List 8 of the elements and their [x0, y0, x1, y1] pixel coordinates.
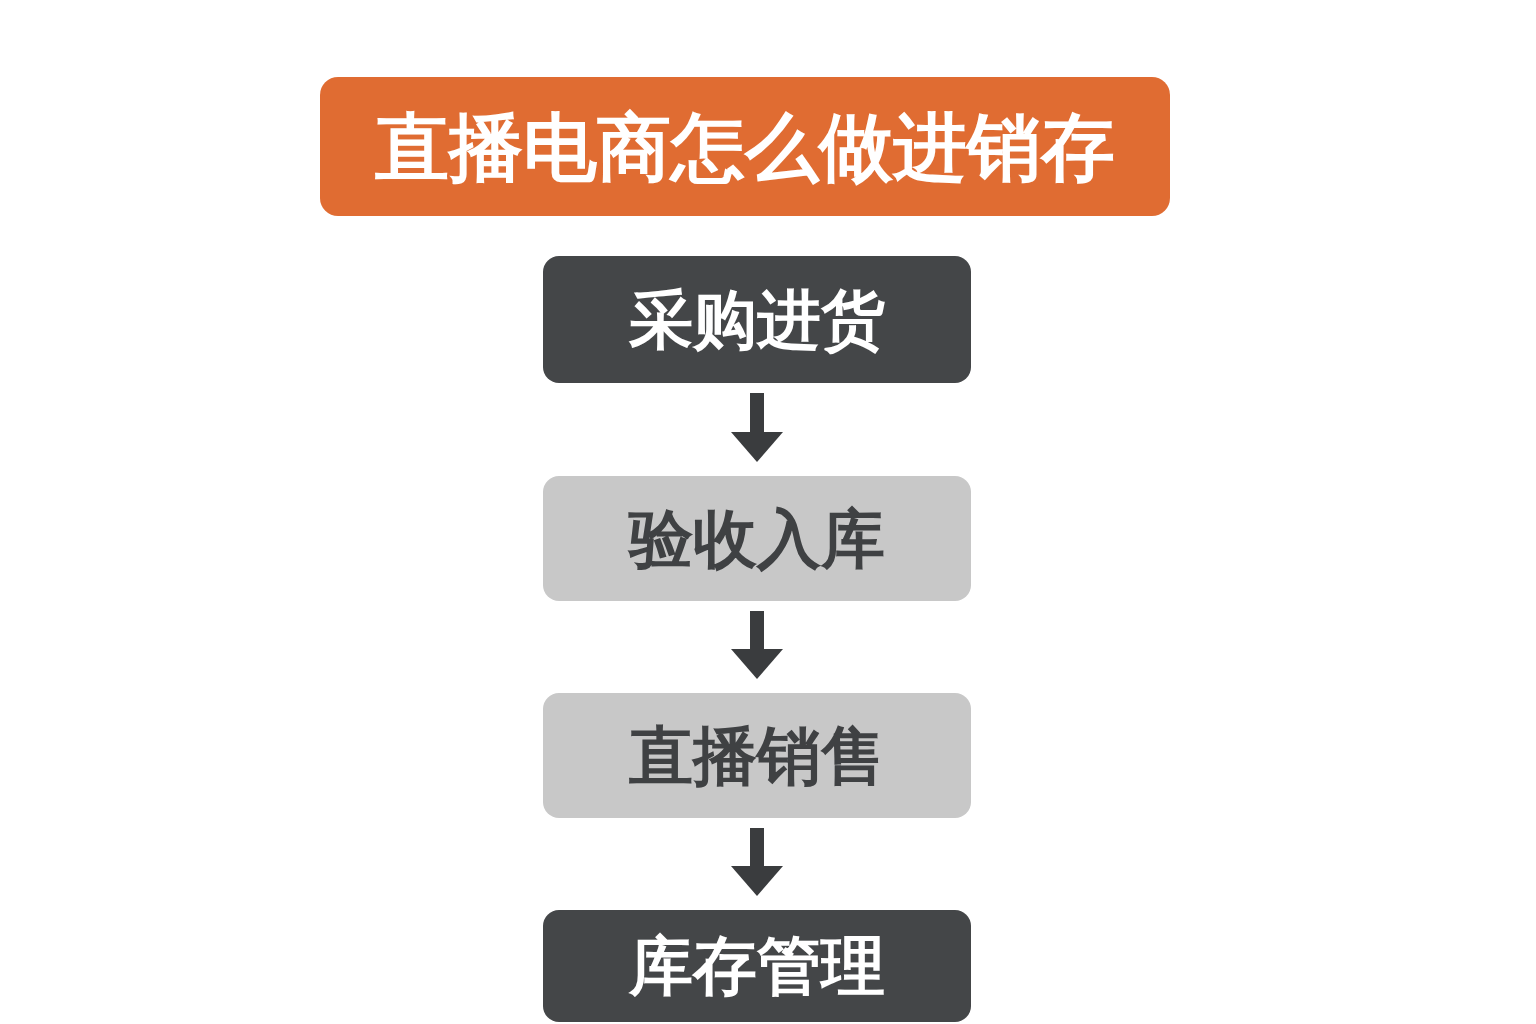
arrow — [731, 828, 783, 896]
process-box: 验收入库 — [543, 476, 971, 601]
title-banner: 直播电商怎么做进销存 — [320, 77, 1170, 216]
process-box: 直播销售 — [543, 693, 971, 818]
process-box: 采购进货 — [543, 256, 971, 383]
arrow — [731, 611, 783, 679]
arrow — [731, 393, 783, 462]
process-box: 库存管理 — [543, 910, 971, 1022]
